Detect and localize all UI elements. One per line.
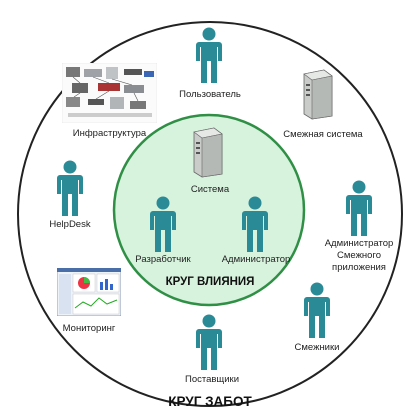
user-label: Пользователь xyxy=(179,89,241,100)
adjacent-admin-person-icon xyxy=(346,180,372,236)
suppliers-label: Поставщики xyxy=(184,374,240,385)
inner-circle-title: КРУГ ВЛИЯНИЯ xyxy=(165,276,255,288)
adjacent-admin-label-2: Смежного xyxy=(337,250,381,261)
adjacent-admin-label-3: приложения xyxy=(332,262,386,273)
developer-person-icon xyxy=(150,196,176,252)
helpdesk-person-icon xyxy=(57,160,83,216)
system-server-icon xyxy=(193,127,223,178)
adjacent-system-server-icon xyxy=(303,69,333,120)
infrastructure-network-icon xyxy=(62,63,157,123)
adjacent-admin-label-1: Администратор xyxy=(324,238,394,249)
adjacent-system-label: Смежная система xyxy=(283,129,363,140)
monitoring-dashboard-icon xyxy=(57,268,121,316)
developer-label: Разработчик xyxy=(135,254,191,265)
administrator-label: Администратор xyxy=(221,254,291,265)
outer-circle-title: КРУГ ЗАБОТ xyxy=(168,394,252,409)
system-label: Система xyxy=(190,184,230,195)
neighbors-person-icon xyxy=(304,282,330,338)
neighbors-label: Смежники xyxy=(294,342,340,353)
helpdesk-label: HelpDesk xyxy=(49,219,91,230)
infrastructure-label: Инфраструктура xyxy=(72,128,147,139)
inner-circle xyxy=(112,113,306,307)
suppliers-person-icon xyxy=(196,314,222,370)
administrator-person-icon xyxy=(242,196,268,252)
monitoring-label: Мониторинг xyxy=(62,323,116,334)
user-person-icon xyxy=(196,27,222,83)
